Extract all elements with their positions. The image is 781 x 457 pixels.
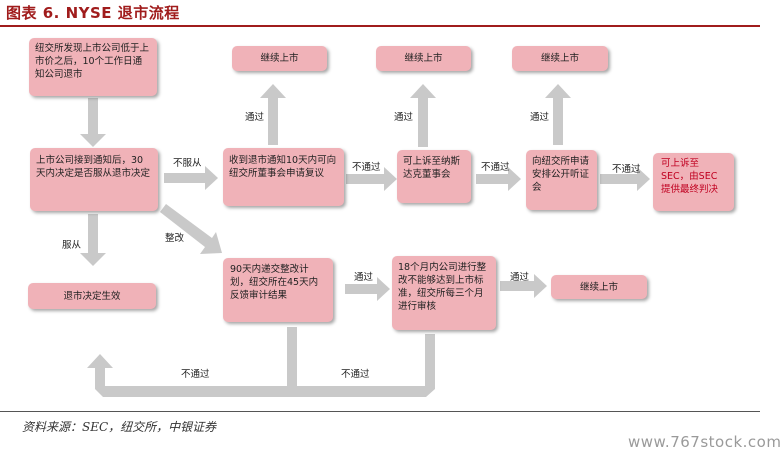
node-continue-listing-4: 继续上市 [551,275,647,299]
node-18-month-review: 18个月内公司进行整改不能够达到上市标准，纽交所每三个月进行审核 [392,256,496,330]
arrow-loop-back [87,334,435,397]
label-rectify: 整改 [165,233,185,244]
arrow-n6-n8 [476,167,521,191]
arrow-n2-n11 [160,204,222,254]
node-continue-listing-2: 继续上市 [376,46,471,71]
node-company-decision: 上市公司接到通知后，30天内决定是否服从退市决定 [30,148,158,211]
arrow-n4-n6 [346,167,397,191]
label-not-comply: 不服从 [173,158,202,169]
arrow-n2-n4 [164,166,218,190]
arrow-n1-n2 [80,98,106,147]
label-fail-2: 不通过 [481,162,510,173]
label-pass-4: 通过 [354,272,374,283]
title-rule [0,25,760,27]
node-continue-listing-1: 继续上市 [232,46,327,71]
label-comply: 服从 [62,240,82,251]
arrow-n12-n13 [500,274,547,298]
label-fail-3: 不通过 [612,164,641,175]
arrow-n6-n7 [410,84,436,147]
arrow-n8-n9 [545,84,571,145]
label-pass-2: 通过 [394,112,414,123]
node-delisting-effective: 退市决定生效 [28,283,156,309]
footer-rule [0,411,760,412]
label-pass-3: 通过 [530,112,550,123]
watermark: www.767stock.com [628,433,781,451]
source-note: 资料来源：SEC，纽交所，中银证券 [22,420,217,434]
node-appeal-board: 收到退市通知10天内可向纽交所董事会申请复议 [223,148,344,206]
label-fail-4: 不通过 [181,369,210,380]
arrow-n8-n10 [600,167,650,191]
arrow-loop-join [287,327,297,388]
arrow-n2-n3 [80,214,106,266]
node-appeal-nasdaq: 可上诉至纳斯达克董事会 [397,150,471,203]
label-pass-1: 通过 [245,112,265,123]
arrow-n11-n12 [345,277,390,301]
node-public-hearing: 向纽交所申请安排公开听证会 [526,150,597,210]
node-rectification-plan: 90天内递交整改计划，纽交所在45天内反馈审计结果 [223,258,333,322]
node-appeal-sec: 可上诉至SEC，由SEC提供最终判决 [653,153,734,211]
label-fail-1: 不通过 [352,162,381,173]
node-detect-notify: 纽交所发现上市公司低于上市价之后，10个工作日通知公司退市 [29,38,157,96]
figure-title: 图表 6. NYSE 退市流程 [6,4,180,22]
arrow-n4-n5 [260,84,286,145]
node-continue-listing-3: 继续上市 [512,46,608,71]
label-pass-5: 通过 [510,272,530,283]
label-fail-5: 不通过 [341,369,370,380]
